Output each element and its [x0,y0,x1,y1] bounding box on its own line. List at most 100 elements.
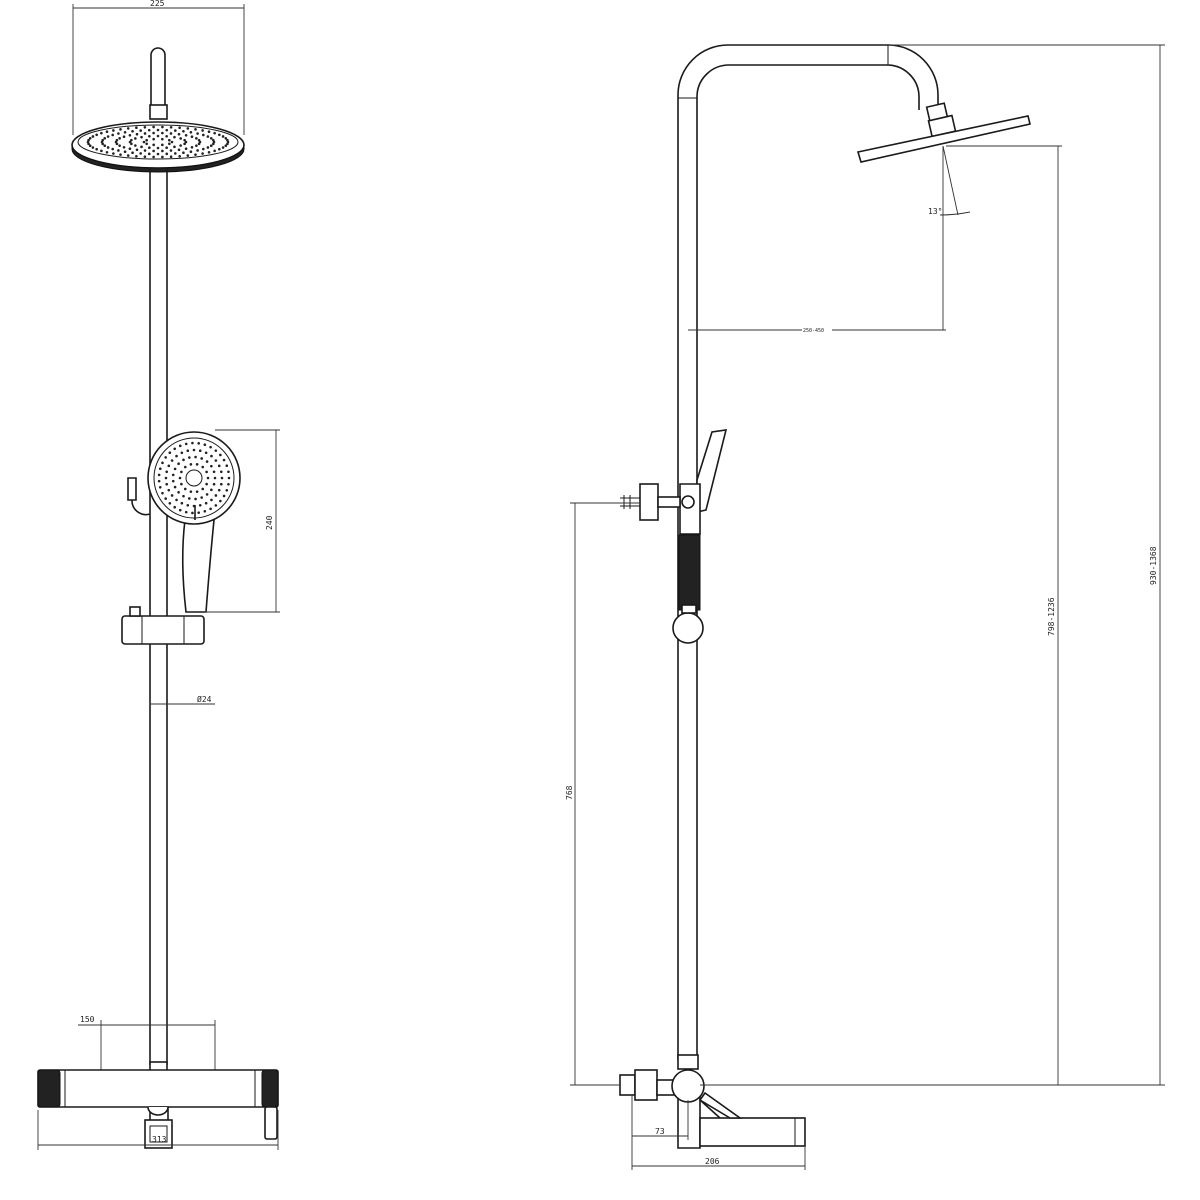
nozzle-dot [152,149,155,153]
nozzle-dot [156,152,160,156]
nozzle-dot [184,134,188,137]
hand-shower-side [696,429,728,513]
nozzle-dot [212,470,216,474]
nozzle-dot [117,132,120,135]
nozzle-dot [178,444,182,448]
nozzle-dot [197,138,201,142]
nozzle-dot [161,125,164,129]
nozzle-dot [174,129,177,132]
nozzle-dot [219,470,223,474]
nozzle-dot [195,144,198,147]
nozzle-dot [206,146,210,149]
nozzle-dot [197,442,200,445]
nozzle-dot [139,129,142,132]
nozzle-dot [165,482,169,486]
nozzle-dot [88,136,92,140]
hand-shower [147,431,241,613]
nozzle-dot [100,131,103,135]
slider-bracket [121,615,205,645]
nozzle-dot [152,155,155,159]
nozzle-dot [111,133,114,137]
nozzle-dot [190,145,194,149]
nozzle-dot [171,473,175,477]
nozzle-dot [190,135,194,139]
nozzle-dot [192,448,196,452]
nozzle-dot [213,476,217,480]
nozzle-dot [183,142,186,146]
nozzle-dot [105,130,109,134]
nozzle-dot [212,482,216,486]
nozzle-dot [184,147,188,150]
nozzle-dot [177,132,181,136]
nozzle-dot [177,462,180,466]
nozzle-dot [182,458,185,462]
nozzle-dot [225,464,229,468]
nozzle-dot [209,445,212,449]
nozzle-dot [123,130,127,134]
nozzle-dot [173,505,177,509]
nozzle-dot [189,150,193,154]
nozzle-dot [214,459,218,462]
overhead-shower-head [71,121,245,173]
nozzle-dot [175,454,178,458]
nozzle-dot [139,152,142,155]
nozzle-dot [184,442,188,446]
nozzle-dot [161,491,164,495]
nozzle-dot [204,501,208,505]
nozzle-dot [209,507,212,511]
nozzle-dot [130,142,133,146]
nozzle-dot [189,490,193,493]
nozzle-dot [161,155,164,159]
flow-handle [264,1106,278,1140]
nozzle-dot [143,149,147,152]
dim-mixer-to-bracket: 768 [565,785,574,800]
nozzle-dot [186,127,190,130]
nozzle-dot [206,476,210,480]
nozzle-dot [142,140,146,144]
nozzle-dot [217,488,221,492]
nozzle-dot [194,455,197,459]
nozzle-dot [156,128,160,132]
nozzle-dot [222,458,226,462]
nozzle-dot [140,135,143,139]
nozzle-dot [168,142,171,146]
nozzle-dot [220,476,224,480]
nozzle-dot [164,476,168,480]
nozzle-dot [135,126,138,130]
nozzle-dot [106,135,110,138]
nozzle-dot [213,131,216,135]
nozzle-dot [152,143,155,147]
diverter-knob [127,477,137,501]
nozzle-dot [156,134,160,138]
nozzle-dot [100,149,103,153]
nozzle-dot [195,137,198,140]
nozzle-dot [101,138,104,142]
nozzle-dot [123,150,127,154]
nozzle-dot [182,151,185,154]
nozzle-dot [221,135,225,138]
nozzle-dot [184,510,188,514]
nozzle-dot [183,487,187,491]
nozzle-dot [143,125,147,129]
nozzle-dot [161,131,164,135]
nozzle-dot [173,447,177,451]
nozzle-dot [195,463,199,466]
nozzle-dot [134,137,137,140]
nozzle-dot [219,499,222,503]
nozzle-dot [200,457,203,460]
nozzle-dot [205,470,208,474]
dim-spout-reach: 206 [705,1157,720,1166]
nozzle-dot [182,130,185,133]
nozzle-dot [195,490,199,493]
dim-head-width: 225 [150,0,165,8]
nozzle-dot [134,144,137,147]
nozzle-dot [188,497,191,500]
nozzle-dot [225,488,229,492]
nozzle-dot [105,150,109,154]
dim-head-angle: 13° [928,207,942,216]
nozzle-dot [167,488,171,492]
nozzle-dot [158,467,162,470]
dim-inlet-spacing: 150 [80,1015,95,1024]
nozzle-dot [177,490,180,494]
nozzle-dot [212,138,215,142]
